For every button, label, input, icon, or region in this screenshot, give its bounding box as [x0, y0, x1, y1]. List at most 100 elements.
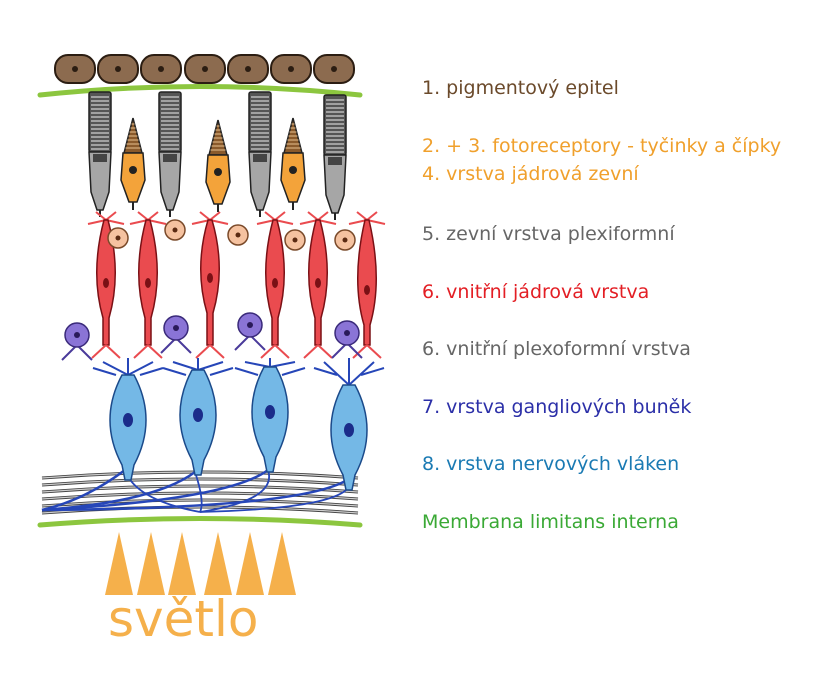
rod-cell: [158, 91, 182, 217]
ganglion-dendrites: [162, 358, 234, 376]
light-ray: [137, 532, 165, 595]
membrane-top-line: [37, 84, 363, 98]
cone-inner-segment: [280, 152, 306, 203]
bipolar-cells: [87, 211, 386, 359]
ganglion-body: [109, 374, 147, 481]
rod-cell: [88, 91, 112, 217]
ganglion-cell: [92, 358, 164, 481]
pigment-cell: [313, 54, 355, 84]
cone-cell: [120, 117, 146, 210]
bipolar-dendrites: [256, 211, 294, 225]
bipolar-terminals: [195, 344, 225, 359]
bipolar-dendrites: [348, 211, 386, 225]
layer-label-limitans-interna: Membrana limitans interna: [422, 511, 679, 533]
bipolar-dendrites: [87, 211, 125, 225]
bipolar-terminals: [352, 344, 382, 359]
rod-inner-segment: [88, 151, 112, 211]
horizontal-cell: [284, 229, 306, 251]
ganglion-body: [179, 369, 217, 476]
light-rays: [105, 532, 296, 595]
layer-label-inner-plexiform: 6. vnitřní plexoformní vrstva: [422, 338, 691, 360]
pigment-cell-nucleus: [115, 66, 121, 72]
pigment-cell: [227, 54, 269, 84]
bipolar-dendrites: [129, 211, 167, 225]
bipolar-cell: [256, 211, 294, 359]
ganglion-nucleus: [265, 405, 275, 419]
pigment-cell: [97, 54, 139, 84]
pigment-cell: [54, 54, 96, 84]
bipolar-cell: [299, 211, 337, 359]
ganglion-axon: [41, 468, 269, 512]
amacrine-nucleus: [74, 332, 80, 338]
ganglion-axon: [41, 476, 351, 512]
pigment-cell-nucleus: [202, 66, 208, 72]
ganglion-cell: [234, 358, 306, 473]
photoreceptors: [88, 91, 347, 220]
bipolar-nucleus: [145, 278, 151, 288]
rod-cell: [323, 94, 347, 220]
nerve-fiber-highlight: [41, 499, 359, 507]
cone-inner-segment: [120, 152, 146, 203]
ganglion-axon: [194, 471, 203, 513]
pigment-epithelium: [54, 54, 355, 84]
cone-nucleus: [214, 168, 222, 176]
rod-inner-segment: [323, 154, 347, 214]
ganglion-dendrites: [92, 358, 164, 376]
nerve-fiber-layer: [41, 468, 359, 515]
horizontal-cell: [164, 219, 186, 241]
layer-label-photoreceptors: 2. + 3. fotoreceptory - tyčinky a čípky: [422, 135, 782, 157]
layer-label-inner-nuclear: 6. vnitřní jádrová vrstva: [422, 281, 650, 303]
rod-cilium: [253, 154, 267, 162]
bipolar-nucleus: [315, 278, 321, 288]
pigment-cell-nucleus: [245, 66, 251, 72]
cone-nucleus: [129, 166, 137, 174]
light-label: světlo: [108, 590, 259, 648]
light-ray: [204, 532, 232, 595]
rod-cilium: [163, 154, 177, 162]
pigment-cell: [270, 54, 312, 84]
rod-cell: [248, 91, 272, 217]
amacrine-nucleus: [173, 325, 179, 331]
bipolar-dendrites: [299, 211, 337, 225]
pigment-cell: [184, 54, 226, 84]
pigment-cell-nucleus: [158, 66, 164, 72]
bipolar-cell: [87, 211, 125, 359]
ganglion-body: [330, 384, 368, 491]
bipolar-cell: [348, 211, 386, 359]
ganglion-cells: [92, 358, 385, 491]
ganglion-dendrites: [234, 358, 306, 376]
rod-inner-segment: [248, 151, 272, 211]
bipolar-nucleus: [364, 285, 370, 295]
amacrine-cells: [61, 312, 363, 361]
bipolar-terminals: [91, 344, 121, 359]
membrane-bottom-line: [37, 516, 363, 528]
pigment-cell-nucleus: [72, 66, 78, 72]
amacrine-cell: [234, 312, 266, 351]
ganglion-axon: [199, 469, 270, 513]
cone-cell: [280, 117, 306, 210]
light-ray: [236, 532, 264, 595]
ganglion-cell: [162, 358, 234, 476]
rod-cilium: [93, 154, 107, 162]
light-ray: [105, 532, 133, 595]
bipolar-cell: [129, 211, 167, 359]
horizontal-cell: [334, 229, 356, 251]
bipolar-terminals: [133, 344, 163, 359]
ganglion-nucleus: [193, 408, 203, 422]
rod-cilium: [328, 157, 342, 165]
amacrine-cell: [61, 322, 93, 361]
layer-label-pigment-epithelium: 1. pigmentový epitel: [422, 77, 619, 99]
bipolar-nucleus: [103, 278, 109, 288]
cone-cell: [205, 119, 231, 212]
pigment-cell-nucleus: [331, 66, 337, 72]
light-ray: [268, 532, 296, 595]
layer-label-outer-nuclear: 4. vrstva jádrová zevní: [422, 163, 639, 185]
horizontal-cell-nucleus: [235, 232, 241, 238]
amacrine-cell: [160, 315, 192, 354]
bipolar-nucleus: [207, 273, 213, 283]
ganglion-axon: [41, 468, 126, 512]
ganglion-body: [251, 366, 289, 473]
rod-inner-segment: [158, 151, 182, 211]
pigment-cell: [140, 54, 182, 84]
cone-inner-segment: [205, 154, 231, 205]
